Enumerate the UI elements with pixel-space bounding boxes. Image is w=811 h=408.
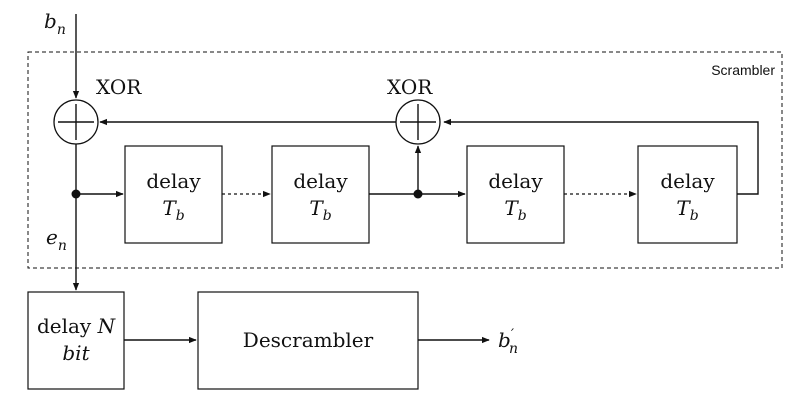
descrambler-label: Descrambler	[243, 328, 374, 352]
scrambler-frame	[27, 51, 783, 269]
delay-1-word: delay	[146, 169, 201, 193]
xor-gate-1	[53, 99, 99, 145]
delay-3-period: Tb	[504, 196, 526, 224]
delay-2-word: delay	[293, 169, 348, 193]
xor-gate-2	[395, 99, 441, 145]
xor1-label: XOR	[96, 75, 142, 99]
output-label: b′n	[498, 327, 518, 357]
en-label: en	[46, 225, 67, 254]
delay-4-word: delay	[660, 169, 715, 193]
delay-1-period: Tb	[162, 196, 184, 224]
delay-box-4	[637, 145, 738, 244]
delay-3-word: delay	[488, 169, 543, 193]
feedback-wire-2	[443, 118, 759, 195]
input-label: bn	[44, 9, 66, 38]
scrambler-label: Scrambler	[711, 62, 775, 78]
delay-box-3	[466, 145, 565, 244]
delay-n-box	[27, 291, 125, 390]
delay-n-line1: delay N	[37, 314, 117, 338]
descrambler-box	[197, 291, 419, 390]
xor2-label: XOR	[387, 75, 433, 99]
delay-2-period: Tb	[309, 196, 331, 224]
delay-box-2	[271, 145, 370, 244]
delay-n-line2: bit	[62, 341, 90, 365]
delay-4-period: Tb	[676, 196, 698, 224]
delay-box-1	[124, 145, 223, 244]
